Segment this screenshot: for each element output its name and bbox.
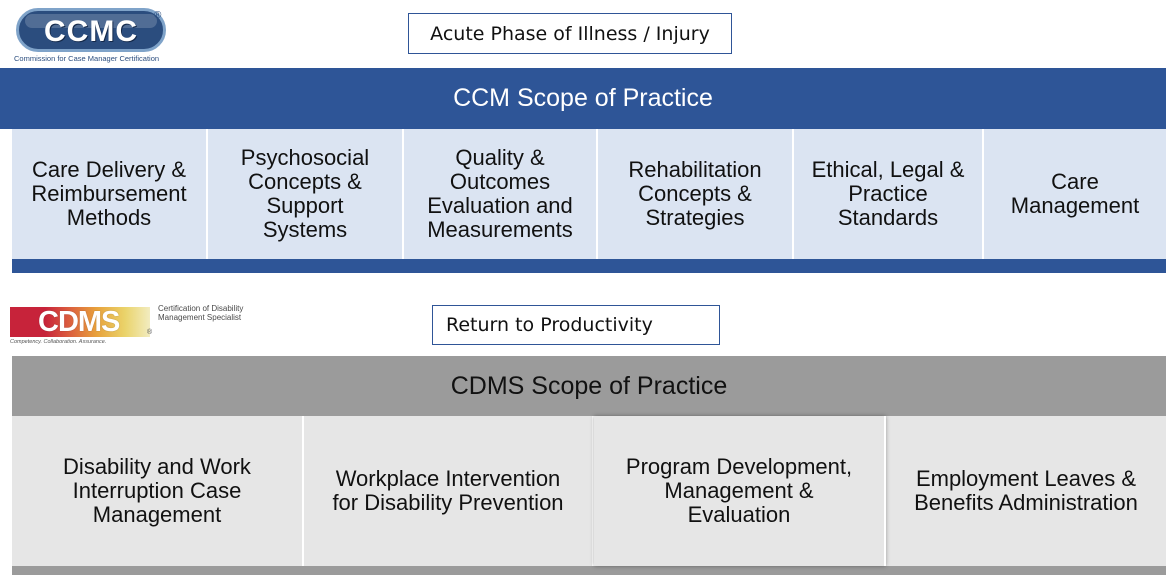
cdms-domain-row: Disability and Work Interruption Case Ma… xyxy=(12,416,1166,566)
cdms-domain-cell: Workplace Intervention for Disability Pr… xyxy=(304,416,594,566)
cdms-logo-mark: CDMS xyxy=(38,306,120,338)
ccm-domain-row: Care Delivery & Reimbursement Methods Ps… xyxy=(12,129,1166,259)
ccm-domain-cell: Ethical, Legal & Practice Standards xyxy=(794,129,984,259)
cdms-registered-mark: ® xyxy=(147,329,153,336)
ccm-scope-header: CCM Scope of Practice xyxy=(0,68,1166,129)
ccm-phase-label: Acute Phase of Illness / Injury xyxy=(408,13,732,54)
ccm-domain-cell: Care Delivery & Reimbursement Methods xyxy=(12,129,208,259)
ccm-domain-cell: Care Management xyxy=(984,129,1166,259)
cdms-bottom-bar xyxy=(12,566,1166,575)
ccm-domain-cell: Psychosocial Concepts & Support Systems xyxy=(208,129,404,259)
cdms-domain-cell: Employment Leaves & Benefits Administrat… xyxy=(886,416,1166,566)
ccm-domain-cell: Rehabilitation Concepts & Strategies xyxy=(598,129,794,259)
cdms-logo: CDMS ® Certification of Disability Manag… xyxy=(10,303,260,348)
cdms-scope-header: CDMS Scope of Practice xyxy=(12,356,1166,416)
ccmc-logo-oval: CCMC xyxy=(16,8,166,52)
ccmc-logo: CCMC ® Commission for Case Manager Certi… xyxy=(12,8,182,64)
cdms-domain-cell: Program Development, Management & Evalua… xyxy=(594,416,886,566)
ccm-domain-cell: Quality & Outcomes Evaluation and Measur… xyxy=(404,129,598,259)
cdms-logo-tagline: Competency. Collaboration. Assurance. xyxy=(10,339,107,345)
cdms-logo-gradient-bar xyxy=(10,307,150,337)
ccmc-registered-mark: ® xyxy=(154,10,162,21)
cdms-domain-cell: Disability and Work Interruption Case Ma… xyxy=(12,416,304,566)
ccmc-logo-tagline: Commission for Case Manager Certificatio… xyxy=(14,54,160,63)
ccm-bottom-bar xyxy=(12,259,1166,273)
cdms-phase-label: Return to Productivity xyxy=(432,305,720,345)
ccmc-logo-mark: CCMC xyxy=(44,15,138,48)
cdms-logo-name: Certification of Disability Management S… xyxy=(158,304,244,322)
